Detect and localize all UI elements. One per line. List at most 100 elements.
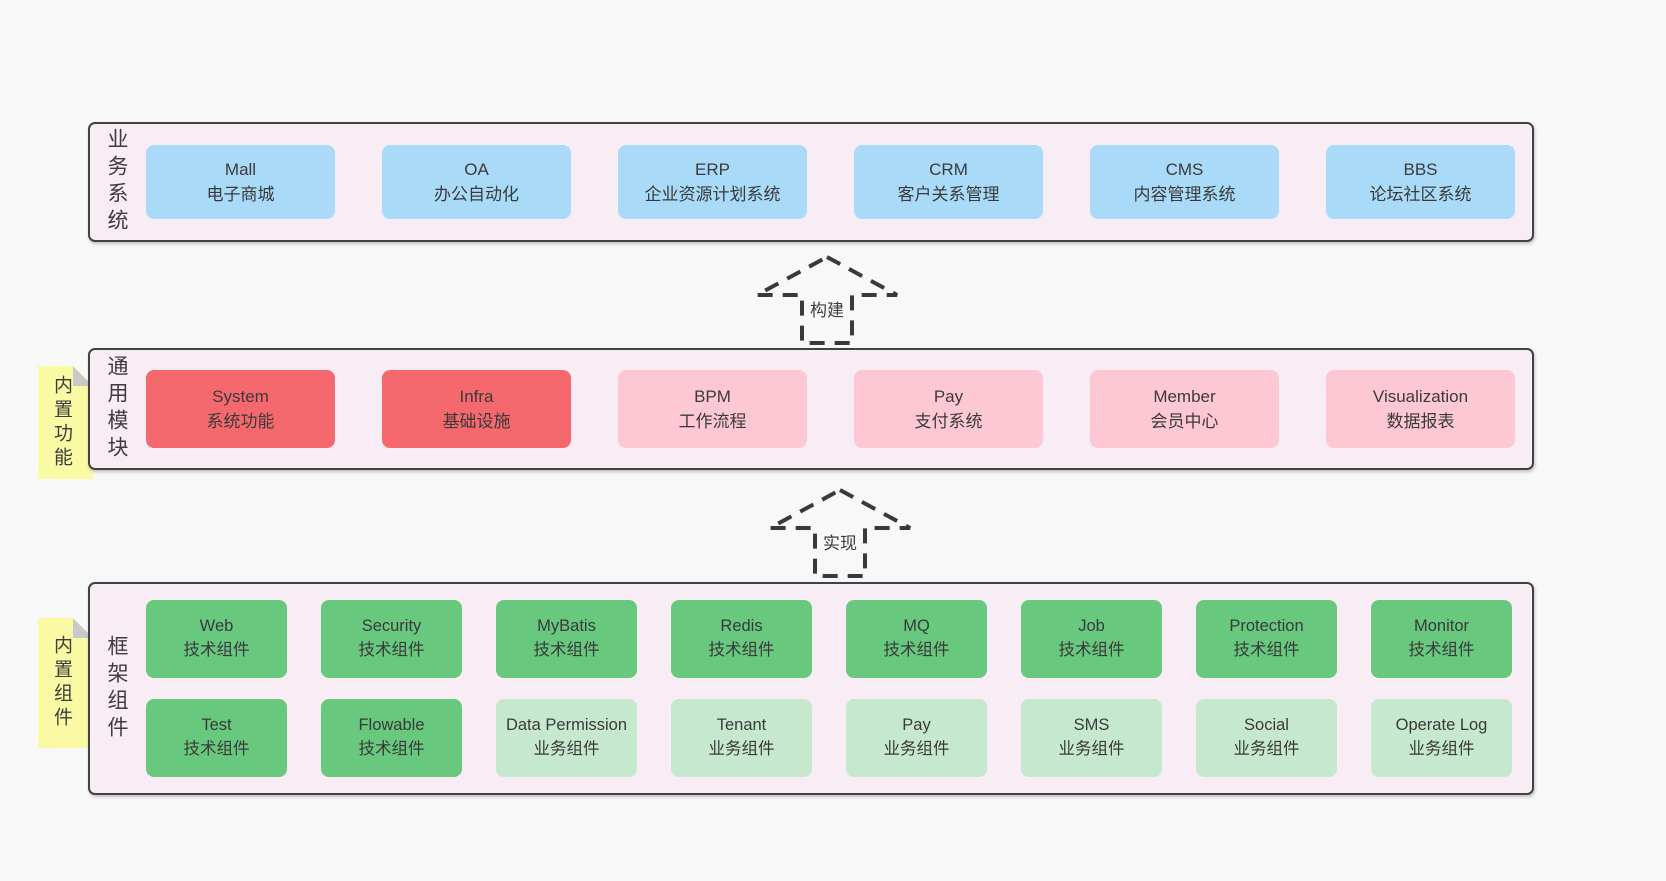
box-name: Operate Log: [1395, 716, 1488, 735]
box-desc: 业务组件: [1058, 740, 1125, 758]
box-name: Mall: [224, 159, 257, 179]
box-name: Protection: [1229, 617, 1304, 636]
box-name: Security: [361, 617, 422, 636]
box-desc: 业务组件: [1233, 740, 1300, 758]
box-desc: 数据报表: [1386, 412, 1455, 431]
box-pay: Pay 支付系统: [854, 370, 1043, 448]
box-mybatis: MyBatis 技术组件: [496, 600, 637, 678]
box-desc: 业务组件: [533, 740, 600, 758]
box-desc: 技术组件: [358, 740, 425, 758]
box-desc: 基础设施: [442, 412, 511, 431]
box-infra: Infra 基础设施: [382, 370, 571, 448]
box-name: MyBatis: [537, 617, 596, 636]
box-name: Tenant: [716, 716, 767, 735]
box-name: OA: [464, 159, 489, 179]
box-mall: Mall 电子商城: [146, 145, 335, 219]
panel-label-business-systems: 业务系统: [105, 128, 128, 236]
box-security: Security 技术组件: [321, 600, 462, 678]
box-desc: 技术组件: [358, 641, 425, 659]
box-desc: 会员中心: [1150, 412, 1219, 431]
implement-arrow-label: 实现: [821, 529, 859, 554]
box-name: MQ: [903, 617, 930, 636]
panel-label-framework-components: 框架组件: [105, 634, 128, 743]
box-sms: SMS 业务组件: [1021, 699, 1162, 777]
box-desc: 技术组件: [183, 740, 250, 758]
implement-arrow: 实现: [765, 487, 915, 579]
box-name: BPM: [694, 386, 731, 406]
components-row-2: Test 技术组件 Flowable 技术组件 Data Permission …: [146, 699, 1512, 777]
box-monitor: Monitor 技术组件: [1371, 600, 1512, 678]
box-bpm: BPM 工作流程: [618, 370, 807, 448]
box-name: Pay: [902, 716, 931, 735]
components-row-1: Web 技术组件 Security 技术组件 MyBatis 技术组件 Redi…: [146, 600, 1512, 678]
box-erp: ERP 企业资源计划系统: [618, 145, 807, 219]
box-desc: 技术组件: [183, 641, 250, 659]
box-pay-business: Pay 业务组件: [846, 699, 987, 777]
box-desc: 业务组件: [708, 740, 775, 758]
box-name: Data Permission: [505, 716, 628, 735]
box-name: Visualization: [1372, 386, 1469, 406]
box-tenant: Tenant 业务组件: [671, 699, 812, 777]
box-flowable: Flowable 技术组件: [321, 699, 462, 777]
business-systems-panel: 业务系统 Mall 电子商城 OA 办公自动化 ERP 企业资源计划系统 CRM…: [88, 122, 1534, 242]
box-desc: 技术组件: [1058, 641, 1125, 659]
box-desc: 企业资源计划系统: [644, 185, 781, 204]
box-name: BBS: [1403, 159, 1438, 179]
build-arrow: 构建: [752, 254, 902, 346]
box-mq: MQ 技术组件: [846, 600, 987, 678]
box-name: CMS: [1165, 159, 1204, 179]
build-arrow-label: 构建: [808, 296, 846, 321]
box-test: Test 技术组件: [146, 699, 287, 777]
common-modules-row: System 系统功能 Infra 基础设施 BPM 工作流程 Pay 支付系统…: [142, 370, 1515, 448]
box-oa: OA 办公自动化: [382, 145, 571, 219]
box-desc: 论坛社区系统: [1369, 185, 1472, 204]
box-operate-log: Operate Log 业务组件: [1371, 699, 1512, 777]
sticky-note-built-in-functions: 内置功能: [38, 366, 93, 479]
box-desc: 技术组件: [1233, 641, 1300, 659]
box-desc: 业务组件: [1408, 740, 1475, 758]
note-text: 内置组件: [51, 635, 72, 731]
box-name: Job: [1078, 617, 1105, 636]
business-systems-row: Mall 电子商城 OA 办公自动化 ERP 企业资源计划系统 CRM 客户关系…: [142, 145, 1515, 219]
sticky-note-built-in-components: 内置组件: [38, 618, 93, 748]
panel-label-common-modules: 通用模块: [105, 355, 128, 463]
box-desc: 技术组件: [1408, 641, 1475, 659]
box-desc: 业务组件: [883, 740, 950, 758]
box-crm: CRM 客户关系管理: [854, 145, 1043, 219]
box-data-permission: Data Permission 业务组件: [496, 699, 637, 777]
box-name: ERP: [695, 159, 730, 179]
box-social: Social 业务组件: [1196, 699, 1337, 777]
box-name: Infra: [459, 386, 494, 406]
box-protection: Protection 技术组件: [1196, 600, 1337, 678]
box-desc: 客户关系管理: [897, 185, 1000, 204]
box-name: Member: [1153, 386, 1216, 406]
box-name: Social: [1244, 716, 1289, 735]
box-visualization: Visualization 数据报表: [1326, 370, 1515, 448]
box-job: Job 技术组件: [1021, 600, 1162, 678]
box-name: Test: [201, 716, 232, 735]
box-name: Monitor: [1413, 617, 1470, 636]
note-text: 内置功能: [51, 374, 72, 471]
box-cms: CMS 内容管理系统: [1090, 145, 1279, 219]
common-modules-panel: 通用模块 System 系统功能 Infra 基础设施 BPM 工作流程 Pay…: [88, 348, 1534, 470]
box-desc: 系统功能: [206, 412, 275, 431]
box-name: Redis: [720, 617, 763, 636]
box-bbs: BBS 论坛社区系统: [1326, 145, 1515, 219]
box-name: Web: [199, 617, 234, 636]
box-desc: 内容管理系统: [1133, 185, 1236, 204]
box-desc: 技术组件: [883, 641, 950, 659]
box-member: Member 会员中心: [1090, 370, 1279, 448]
box-desc: 办公自动化: [434, 185, 519, 204]
box-name: System: [212, 386, 269, 406]
box-name: SMS: [1073, 716, 1110, 735]
up-arrow-icon: [769, 487, 911, 578]
framework-components-grid: Web 技术组件 Security 技术组件 MyBatis 技术组件 Redi…: [142, 600, 1512, 777]
box-system: System 系统功能: [146, 370, 335, 448]
box-redis: Redis 技术组件: [671, 600, 812, 678]
framework-components-panel: 框架组件 Web 技术组件 Security 技术组件 MyBatis 技术组件…: [88, 582, 1534, 795]
box-name: Pay: [933, 386, 964, 406]
box-desc: 支付系统: [914, 412, 983, 431]
box-desc: 工作流程: [678, 412, 747, 431]
up-arrow-icon: [756, 254, 898, 345]
